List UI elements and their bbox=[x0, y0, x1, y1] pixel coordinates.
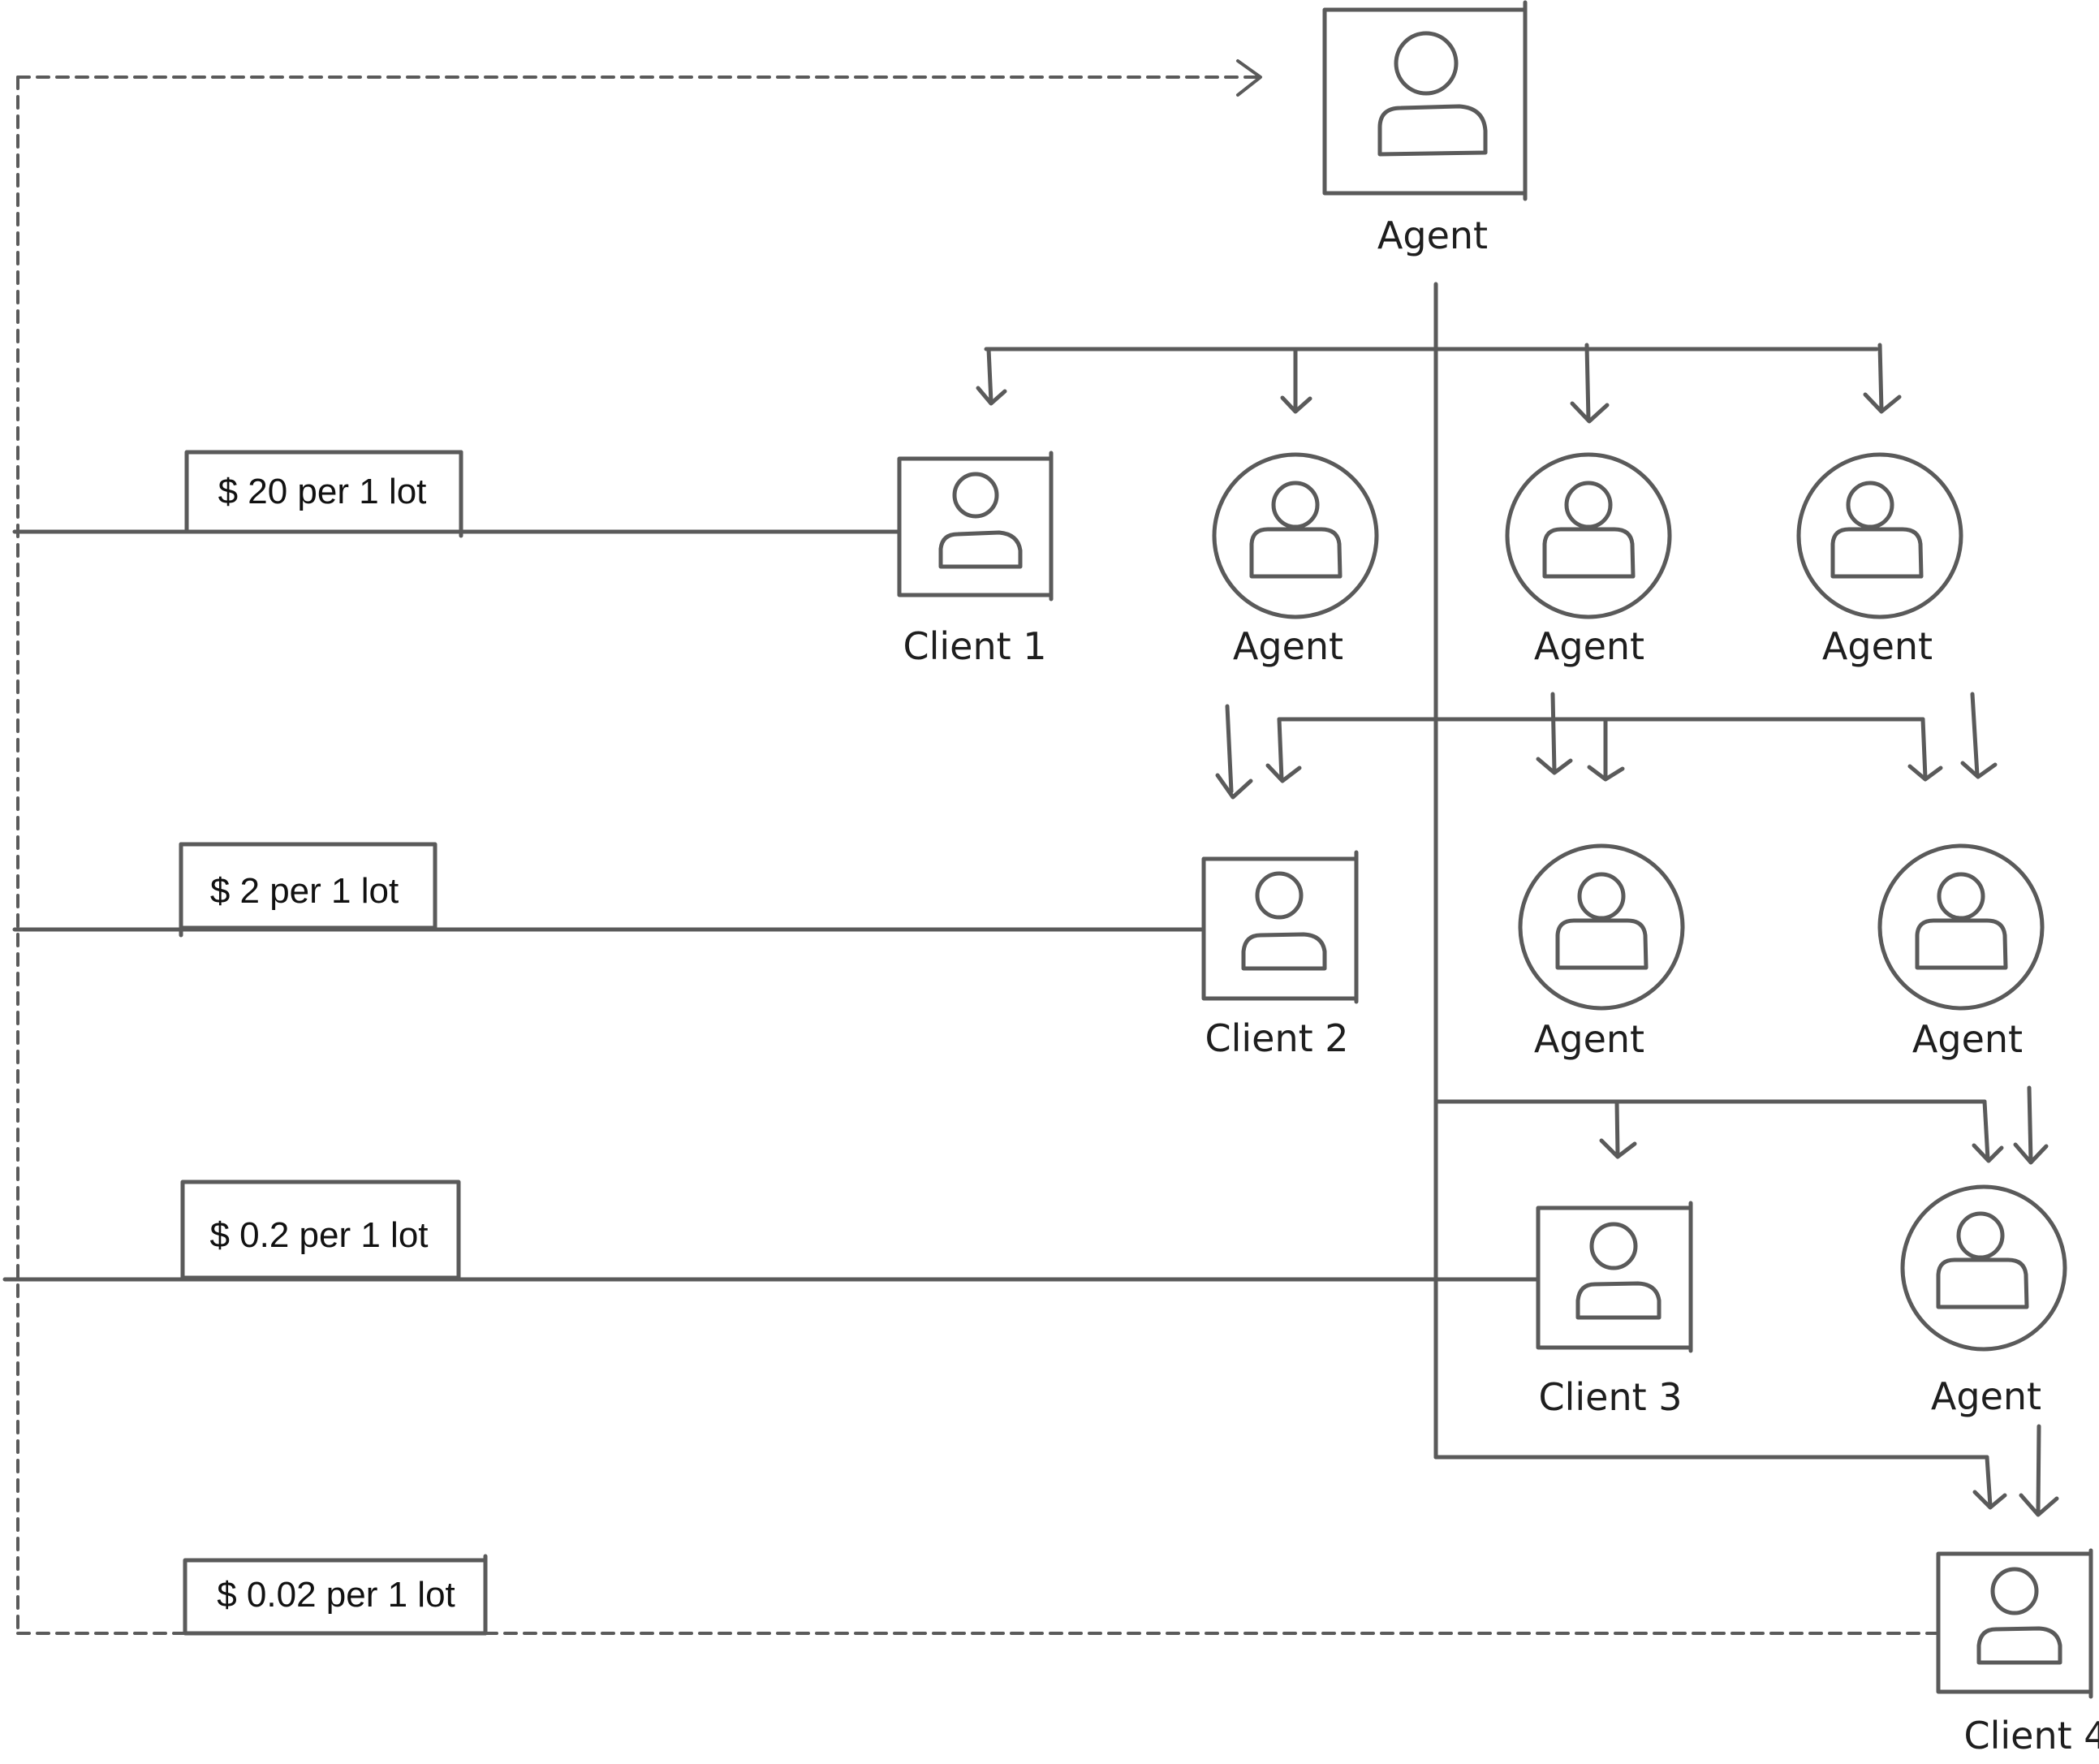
client-1-node: Client 1 bbox=[897, 451, 1054, 668]
client-3-node: Client 3 bbox=[1536, 1201, 1693, 1419]
price-label-level-2: $ 2 per 1 lot bbox=[210, 871, 399, 911]
user-square-icon bbox=[1536, 1201, 1693, 1353]
agent-2b-label: Agent bbox=[1912, 1017, 2023, 1061]
user-square-icon bbox=[1201, 850, 1359, 1004]
price-tag-level-2: $ 2 per 1 lot bbox=[179, 842, 437, 938]
price-label-level-1: $ 20 per 1 lot bbox=[218, 472, 427, 511]
agent-1a-label: Agent bbox=[1233, 624, 1343, 668]
price-tag-level-4: $ 0.02 per 1 lot bbox=[183, 1554, 488, 1636]
agent-2a-label: Agent bbox=[1534, 1017, 1644, 1061]
agent-1c-label: Agent bbox=[1822, 624, 1933, 668]
client-2-label: Client 2 bbox=[1205, 1016, 1348, 1060]
price-tag-level-1: $ 20 per 1 lot bbox=[184, 450, 463, 538]
agent-1c-node: Agent bbox=[1796, 452, 1963, 668]
agent-3-node: Agent bbox=[1900, 1184, 2067, 1418]
agent-2b-node: Agent bbox=[1877, 843, 2045, 1061]
client-4-node: Client 4 bbox=[1936, 1548, 2099, 1758]
user-circle-icon bbox=[1212, 452, 1379, 619]
user-circle-icon bbox=[1518, 843, 1685, 1011]
top-agent-label: Agent bbox=[1377, 213, 1488, 257]
client-1-label: Client 1 bbox=[903, 624, 1046, 668]
agent-3-label: Agent bbox=[1931, 1374, 2041, 1418]
user-circle-icon bbox=[1796, 452, 1963, 619]
user-square-icon bbox=[897, 451, 1054, 602]
price-tag-level-3: $ 0.2 per 1 lot bbox=[180, 1180, 461, 1280]
user-circle-icon bbox=[1877, 843, 2045, 1011]
price-label-level-3: $ 0.2 per 1 lot bbox=[209, 1215, 428, 1255]
client-4-label: Client 4 bbox=[1963, 1714, 2099, 1758]
agent-1b-label: Agent bbox=[1534, 624, 1644, 668]
price-label-level-4: $ 0.02 per 1 lot bbox=[217, 1575, 455, 1615]
agent-2a-node: Agent bbox=[1518, 843, 1685, 1061]
user-circle-icon bbox=[1505, 452, 1672, 619]
agent-1a-node: Agent bbox=[1212, 452, 1379, 668]
user-circle-icon bbox=[1900, 1184, 2067, 1352]
client-3-label: Client 3 bbox=[1538, 1375, 1682, 1419]
user-square-icon bbox=[1936, 1548, 2093, 1699]
client-2-node: Client 2 bbox=[1201, 850, 1359, 1060]
tree-connectors bbox=[976, 282, 2059, 1517]
agent-1b-node: Agent bbox=[1505, 452, 1672, 668]
top-agent-node: Agent bbox=[1322, 0, 1528, 257]
user-square-icon bbox=[1322, 0, 1528, 201]
